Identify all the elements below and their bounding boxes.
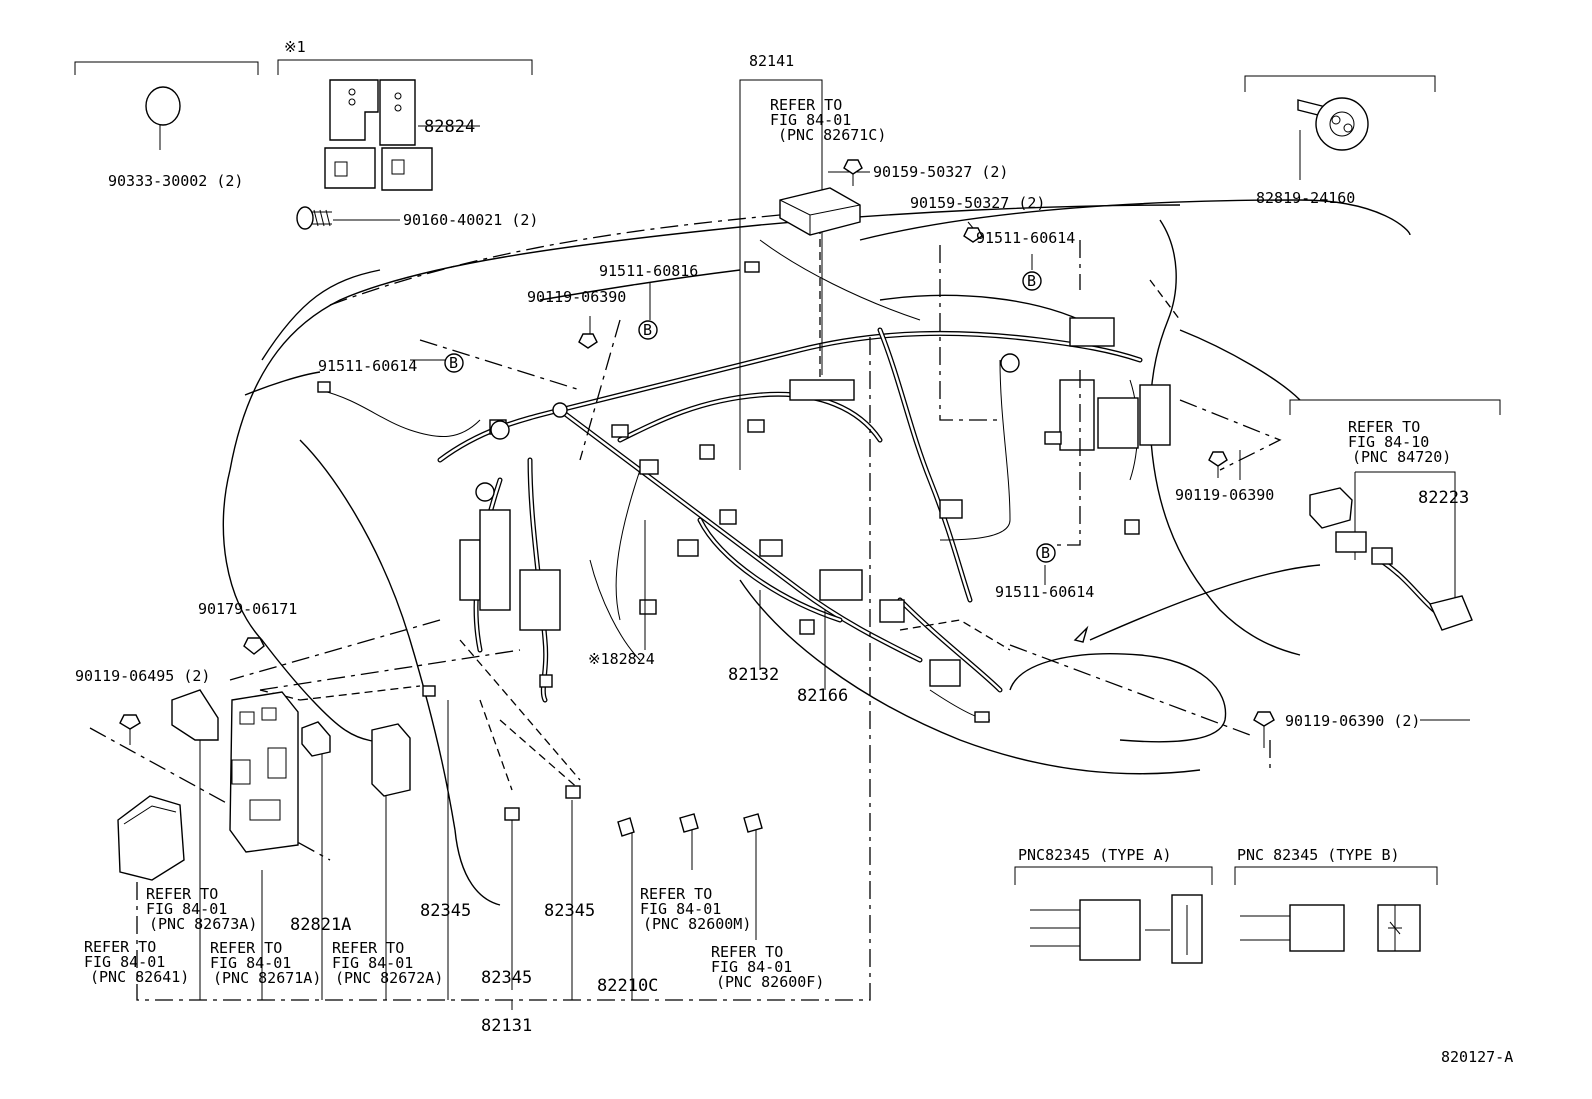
star-note-label: ※1 (284, 38, 306, 56)
callout-82600f-line2: FIG 84-01 (711, 958, 792, 976)
callout-84720-line1: REFER TO (1348, 418, 1420, 436)
callout-82671a-line2: FIG 84-01 (210, 954, 291, 972)
callout-82672a-line3: (PNC 82672A) (335, 969, 443, 987)
callout-82672a-line1: REFER TO (332, 939, 404, 957)
type-b-title: PNC 82345 (TYPE B) (1237, 846, 1400, 864)
b-marker-4: B (1041, 544, 1050, 562)
callout-90119-right: 90119-06390 (1175, 486, 1274, 504)
callout-82671a-line1: REFER TO (210, 939, 282, 957)
callout-82166: 82166 (797, 686, 848, 706)
callout-82600m-line3: (PNC 82600M) (643, 915, 751, 933)
callout-91511-60816: 91511-60816 (599, 262, 698, 280)
callout-90160: 90160-40021 (2) (403, 211, 538, 229)
type-a-title: PNC82345 (TYPE A) (1018, 846, 1172, 864)
speaker-82819-icon (1297, 97, 1369, 151)
callout-90119-06390-2: 90119-06390 (2) (1285, 712, 1420, 730)
callout-82141: 82141 (749, 52, 794, 70)
main-wire-harness (317, 239, 1171, 723)
callout-82345-middle: 82345 (544, 901, 595, 921)
callout-82141-ref-line2: FIG 84-01 (770, 111, 851, 129)
callout-90119-06495: 90119-06495 (2) (75, 667, 210, 685)
junction-block-82671a-icon (229, 691, 299, 853)
b-marker-icon (444, 271, 1056, 563)
callout-82641-line2: FIG 84-01 (84, 953, 165, 971)
callout-star1-82824: ※182824 (588, 650, 655, 668)
b-marker-2: B (643, 321, 652, 339)
callout-82131: 82131 (481, 1016, 532, 1036)
callout-90179: 90179-06171 (198, 600, 297, 618)
leader-lines (74, 59, 1501, 1010)
grommet-icon (145, 86, 181, 126)
callout-84720-line2: FIG 84-10 (1348, 433, 1429, 451)
callout-82345-bottom: 82345 (481, 968, 532, 988)
callout-82641-line1: REFER TO (84, 938, 156, 956)
callout-82673a-line1: REFER TO (146, 885, 218, 903)
callout-90159-lower: 90159-50327 (2) (910, 194, 1045, 212)
figure-code: 820127-A (1441, 1048, 1513, 1066)
callout-82210c: 82210C (597, 976, 658, 996)
type-a-fuse-diagram (1030, 894, 1203, 964)
callout-82600m-line2: FIG 84-01 (640, 900, 721, 918)
ecu-82641-icon (117, 795, 185, 881)
callout-82671a-line3: (PNC 82671A) (213, 969, 321, 987)
bracket-82673a-icon (171, 689, 219, 741)
callout-82345-left: 82345 (420, 901, 471, 921)
callout-91511-left: 91511-60614 (318, 357, 417, 375)
callout-82141-ref-line1: REFER TO (770, 96, 842, 114)
callout-84720-line3: (PNC 84720) (1352, 448, 1451, 466)
callout-82641-line3: (PNC 82641) (90, 968, 189, 986)
b-marker-3: B (1027, 272, 1036, 290)
callout-90333: 90333-30002 (2) (108, 172, 243, 190)
bracket-82824-icon (324, 79, 433, 191)
screw-90159-icon (843, 159, 983, 243)
callout-90159-upper: 90159-50327 (2) (873, 163, 1008, 181)
bolt-90119-icon (119, 333, 1275, 748)
vehicle-body-outline (222, 199, 1411, 906)
b-marker-1: B (449, 354, 458, 372)
airbag-sensor-82671c-icon (779, 187, 861, 236)
clip-90179-icon (243, 637, 265, 655)
callout-91511-upper-right: 91511-60614 (976, 229, 1075, 247)
callout-90119-top: 90119-06390 (527, 288, 626, 306)
callout-82821a: 82821A (290, 915, 351, 935)
callout-82673a-line3: (PNC 82673A) (149, 915, 257, 933)
relay-82672a-icon (371, 723, 411, 797)
callout-82600m-line1: REFER TO (640, 885, 712, 903)
callout-82673a-line2: FIG 84-01 (146, 900, 227, 918)
fuse-82345-icons (422, 685, 763, 837)
relay-82821a-icon (301, 721, 331, 757)
screw-90160-icon (296, 206, 332, 230)
callout-82672a-line2: FIG 84-01 (332, 954, 413, 972)
callout-91511-lower-right: 91511-60614 (995, 583, 1094, 601)
callout-82600f-line3: (PNC 82600F) (716, 973, 824, 991)
callout-82600f-line1: REFER TO (711, 943, 783, 961)
callout-82132: 82132 (728, 665, 779, 685)
connector-82223-icon (1309, 487, 1473, 631)
callout-82223: 82223 (1418, 488, 1469, 508)
callout-82141-ref-line3: (PNC 82671C) (778, 126, 886, 144)
type-b-fuse-diagram (1240, 904, 1421, 952)
callout-82824: 82824 (424, 117, 475, 137)
callout-82819: 82819-24160 (1256, 189, 1355, 207)
